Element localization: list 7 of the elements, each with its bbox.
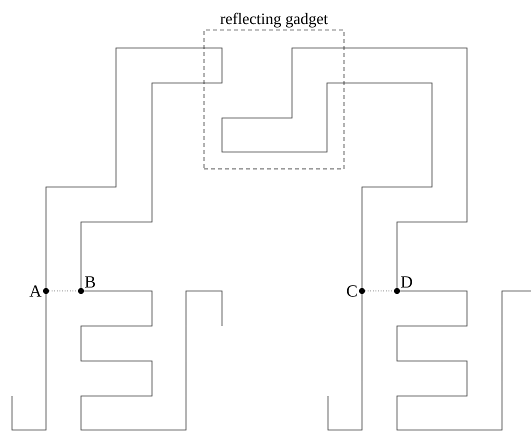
- point-label: C: [346, 285, 357, 297]
- dotted-line: [364, 290, 394, 292]
- point-label: A: [30, 285, 42, 297]
- point-label: B: [84, 276, 95, 288]
- point-label: D: [400, 276, 412, 288]
- dotted-line: [48, 290, 78, 292]
- frame-title: reflecting gadget: [220, 12, 328, 28]
